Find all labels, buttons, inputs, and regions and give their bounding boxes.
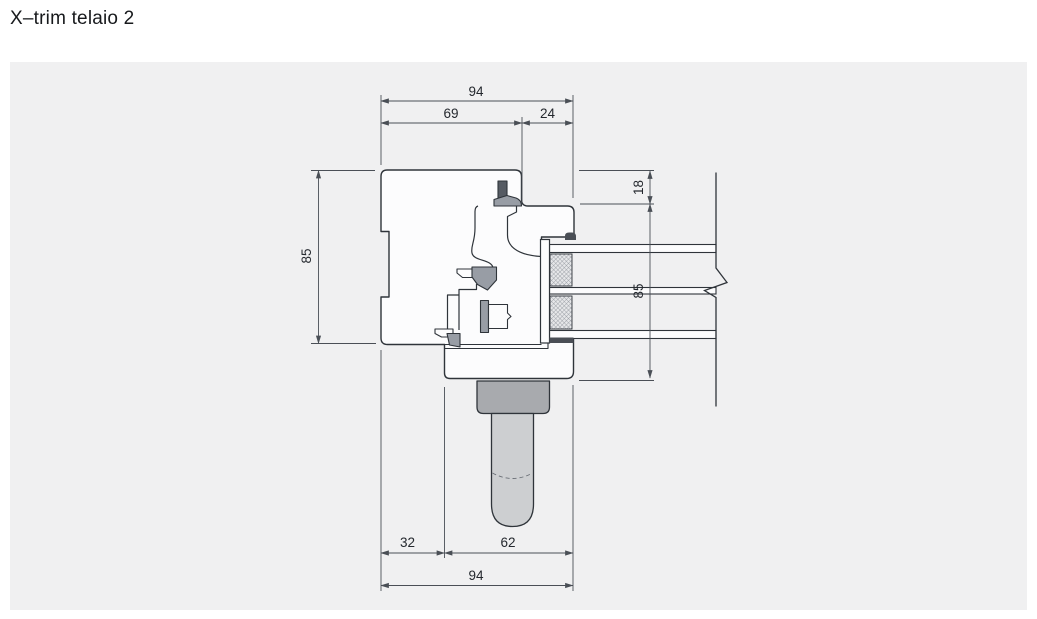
gasket-top bbox=[565, 232, 576, 240]
infill-panel bbox=[539, 172, 729, 407]
clip-middle bbox=[456, 266, 498, 291]
panel-bottom-skin bbox=[548, 329, 717, 340]
dim-label-top-sash: 24 bbox=[540, 106, 556, 121]
dim-label-left-height: 85 bbox=[299, 248, 314, 263]
dim-label-right-inset: 18 bbox=[631, 180, 646, 195]
dimension-labels: 94 69 24 85 18 85 32 62 94 bbox=[299, 84, 646, 583]
page-title: X–trim telaio 2 bbox=[10, 8, 135, 29]
panel-core-lower bbox=[549, 295, 573, 330]
gasket-bottom bbox=[549, 337, 574, 343]
hardware bbox=[434, 180, 523, 348]
dim-label-top-total: 94 bbox=[468, 84, 484, 99]
lock-keeper bbox=[487, 303, 512, 330]
clip-top-foot bbox=[493, 194, 523, 207]
sash-glazing-face bbox=[506, 206, 542, 258]
parting-contour-left bbox=[471, 205, 494, 269]
panel-edge-bar bbox=[539, 238, 551, 344]
clip-bottom-body bbox=[446, 332, 461, 348]
dim-label-bottom-center: 62 bbox=[500, 535, 515, 550]
handle-grip bbox=[490, 412, 535, 528]
dimension-lines bbox=[315, 98, 653, 589]
extension-lines bbox=[311, 95, 654, 591]
dim-label-top-frame: 69 bbox=[443, 106, 458, 121]
clip-bottom bbox=[434, 328, 461, 348]
clip-middle-wing bbox=[456, 268, 475, 279]
lock-strip bbox=[479, 299, 490, 334]
dimensions: 94 69 24 85 18 85 32 62 94 bbox=[299, 84, 654, 591]
dim-label-bottom-left: 32 bbox=[400, 535, 415, 550]
plate-top-step-line bbox=[444, 343, 549, 350]
panel-core-upper bbox=[549, 253, 573, 287]
handle-grip-detail-line bbox=[492, 472, 533, 479]
panel-top-skin bbox=[548, 243, 717, 254]
break-line bbox=[702, 172, 729, 407]
handle-base bbox=[476, 380, 551, 415]
dim-label-right-height: 85 bbox=[631, 283, 646, 298]
clip-middle-body bbox=[471, 266, 498, 291]
parting-step bbox=[446, 294, 459, 331]
handle bbox=[476, 380, 551, 528]
dim-label-bottom-total: 94 bbox=[468, 568, 484, 583]
clip-top bbox=[493, 180, 523, 207]
lock-assembly bbox=[479, 299, 512, 334]
